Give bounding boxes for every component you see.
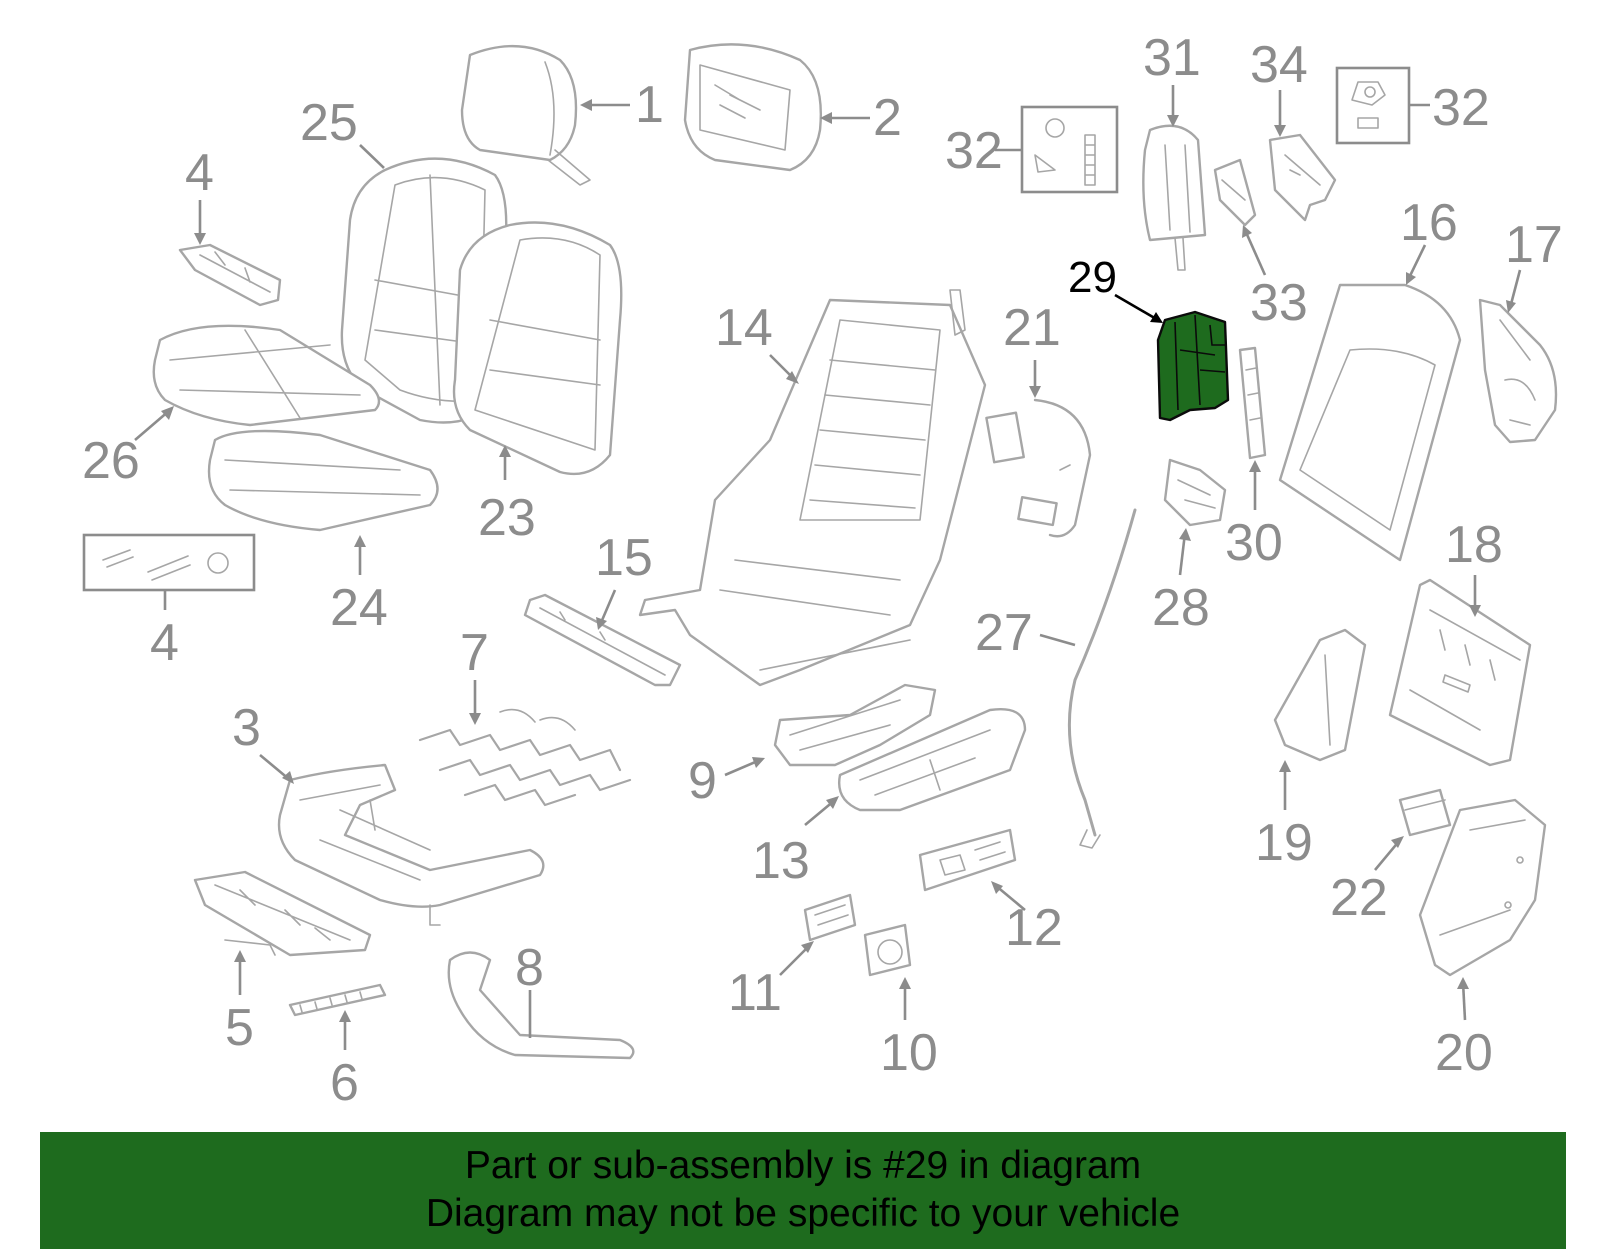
callout-27: 27 xyxy=(975,604,1033,662)
part-12-switch[interactable]: 12 xyxy=(918,828,1063,957)
part-19-side-panel[interactable]: 19 xyxy=(1255,628,1367,872)
callout-23: 23 xyxy=(478,489,536,547)
callout-6: 6 xyxy=(330,1054,359,1112)
part-16-back-panel[interactable]: 16 xyxy=(1278,194,1462,562)
callout-34: 34 xyxy=(1250,36,1308,94)
part-15-seat-rail[interactable]: 15 xyxy=(523,529,682,687)
callout-19: 19 xyxy=(1255,814,1313,872)
part-27-cable[interactable]: 27 xyxy=(975,508,1137,849)
part-18-panel[interactable]: 18 xyxy=(1388,516,1532,767)
callout-2: 2 xyxy=(873,89,902,147)
callout-22: 22 xyxy=(1330,869,1388,927)
callout-13: 13 xyxy=(752,832,810,890)
callout-21: 21 xyxy=(1003,299,1061,357)
info-banner: Part or sub-assembly is #29 in diagram D… xyxy=(40,1132,1566,1249)
callout-31: 31 xyxy=(1143,29,1201,87)
part-9-bracket[interactable]: 9 xyxy=(688,683,937,810)
callout-32a: 32 xyxy=(945,122,1003,180)
callout-28: 28 xyxy=(1152,579,1210,637)
callout-29: 29 xyxy=(1068,253,1117,302)
banner-line-1: Part or sub-assembly is #29 in diagram xyxy=(464,1144,1142,1187)
callout-32b: 32 xyxy=(1432,79,1490,137)
callout-17: 17 xyxy=(1505,216,1563,274)
callout-3: 3 xyxy=(232,699,261,757)
part-31-guide[interactable]: 31 xyxy=(1142,29,1207,271)
part-23-backrest[interactable]: 23 xyxy=(452,221,623,548)
part-32-fastener-kit-alt[interactable]: 32 xyxy=(1335,66,1490,145)
part-1-headrest[interactable]: 1 xyxy=(460,45,664,186)
callout-8: 8 xyxy=(515,939,544,997)
part-24-cushion[interactable]: 24 xyxy=(207,429,439,637)
callout-18: 18 xyxy=(1445,516,1503,574)
part-33-clip[interactable]: 33 xyxy=(1213,158,1308,332)
banner-line-2: Diagram may not be specific to your vehi… xyxy=(425,1192,1181,1235)
callout-9: 9 xyxy=(688,752,717,810)
part-30-strip[interactable]: 30 xyxy=(1225,346,1283,572)
part-34-bracket[interactable]: 34 xyxy=(1250,36,1337,222)
part-29-highlighted[interactable]: 29 xyxy=(1068,253,1230,422)
callout-16: 16 xyxy=(1400,194,1458,252)
part-4-fastener-kit[interactable]: 4 xyxy=(82,533,256,672)
part-22-knob[interactable]: 22 xyxy=(1330,788,1452,927)
part-17-side-trim[interactable]: 17 xyxy=(1478,216,1563,444)
callout-14: 14 xyxy=(715,299,773,357)
part-26-seat-cover[interactable]: 26 xyxy=(82,324,381,490)
callout-11: 11 xyxy=(728,964,782,1022)
callout-1: 1 xyxy=(635,76,664,134)
part-28-bracket[interactable]: 28 xyxy=(1152,458,1227,637)
callout-4a: 4 xyxy=(185,144,214,202)
callout-20: 20 xyxy=(1435,1024,1493,1082)
callout-26: 26 xyxy=(82,432,140,490)
part-20-side-shield[interactable]: 20 xyxy=(1418,798,1547,1082)
part-7-springs[interactable]: 7 xyxy=(418,624,632,807)
callout-12: 12 xyxy=(1005,899,1063,957)
part-8-trim[interactable]: 8 xyxy=(447,939,635,1060)
part-3-seat-pan[interactable]: 3 xyxy=(232,699,545,926)
callout-33: 33 xyxy=(1250,274,1308,332)
part-13-side-cover[interactable]: 13 xyxy=(752,708,1027,890)
part-11-switch[interactable]: 11 xyxy=(728,893,857,1022)
callout-30: 30 xyxy=(1225,514,1283,572)
part-5-seat-plate[interactable]: 5 xyxy=(193,870,372,1057)
callout-15: 15 xyxy=(595,529,653,587)
callout-4b: 4 xyxy=(150,614,179,672)
callout-5: 5 xyxy=(225,999,254,1057)
callout-10: 10 xyxy=(880,1024,938,1082)
part-6-bar[interactable]: 6 xyxy=(288,983,387,1112)
part-32-fastener-kit[interactable]: 32 xyxy=(945,105,1119,194)
part-14-seat-frame[interactable]: 14 xyxy=(638,289,987,687)
part-10-knob[interactable]: 10 xyxy=(863,923,938,1082)
part-4-bracket[interactable]: 4 xyxy=(178,144,282,307)
callout-7: 7 xyxy=(460,624,489,682)
callout-24: 24 xyxy=(330,579,388,637)
callout-25: 25 xyxy=(300,94,358,152)
part-21-wiring-harness[interactable]: 21 xyxy=(985,299,1092,538)
part-2-headrest[interactable]: 2 xyxy=(683,43,902,172)
